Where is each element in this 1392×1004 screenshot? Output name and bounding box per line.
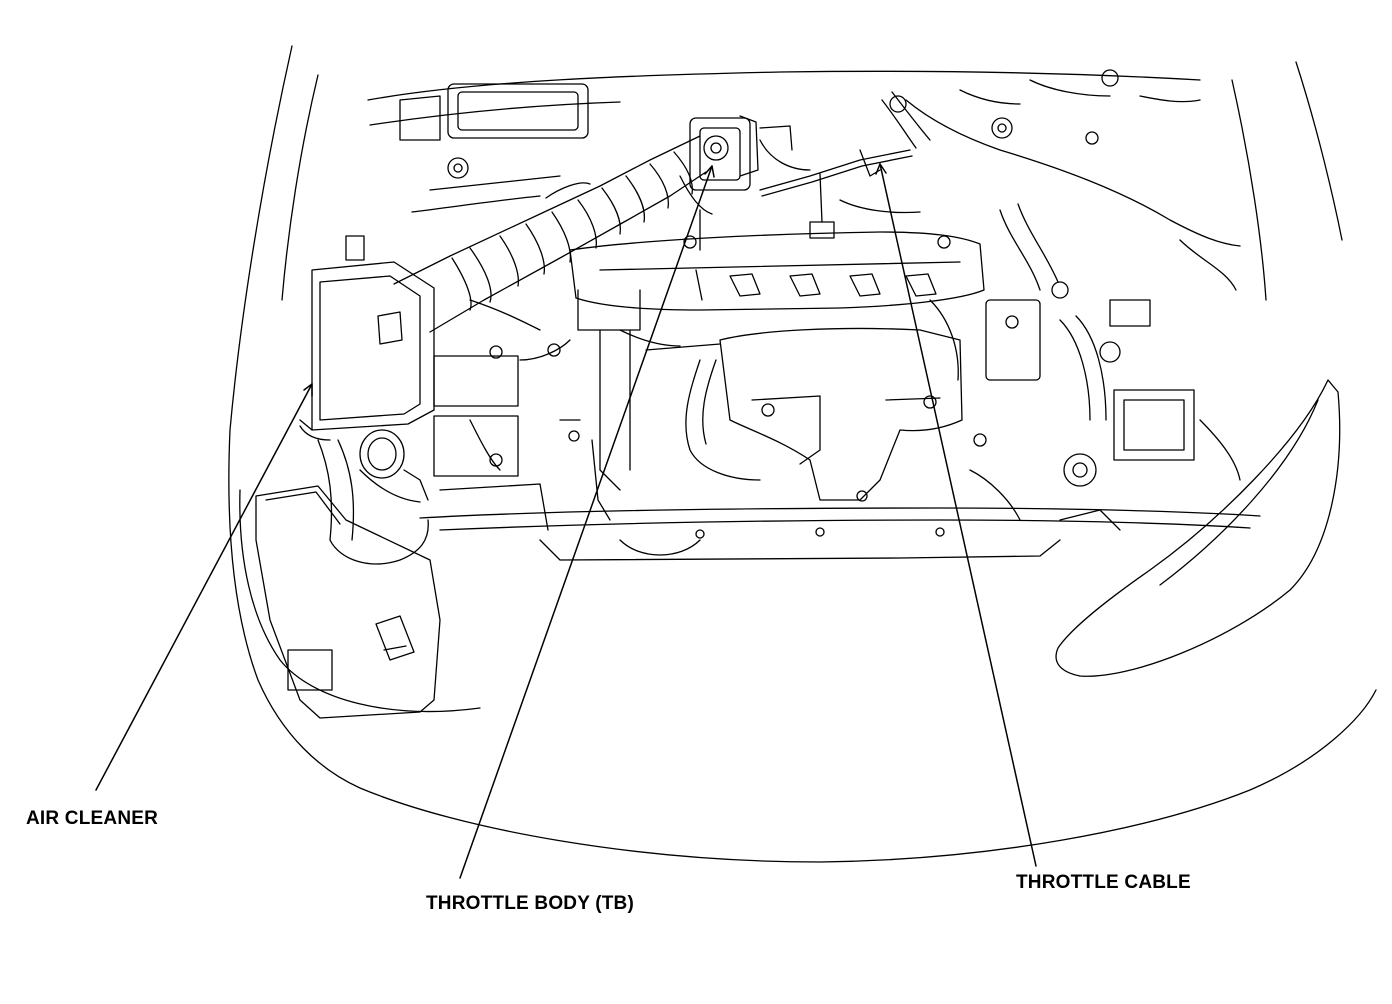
intake-manifold xyxy=(619,327,963,502)
leader-line-throttle-body xyxy=(459,165,715,879)
intake-duct xyxy=(393,135,707,333)
leader-line-air-cleaner xyxy=(95,383,313,791)
valve-cover xyxy=(569,199,985,311)
air-cleaner-box xyxy=(299,235,435,441)
throttle-cable-label: THROTTLE CABLE xyxy=(1016,872,1191,893)
throttle-cable-assembly xyxy=(759,91,1241,247)
leader-line-throttle-cable xyxy=(875,163,1037,867)
engine-right-details xyxy=(959,69,1237,531)
headlight xyxy=(1055,379,1341,677)
washer-reservoir xyxy=(255,485,441,719)
resonator xyxy=(317,429,429,565)
throttle-body xyxy=(679,115,793,215)
air-cleaner-label: AIR CLEANER xyxy=(26,808,159,829)
radiator-support xyxy=(419,507,1261,561)
car-body-outline xyxy=(228,45,1377,863)
throttle-body-label: THROTTLE BODY (TB) xyxy=(426,893,635,914)
cowl-area xyxy=(367,70,1201,213)
engine-left-details xyxy=(433,289,761,531)
hoses xyxy=(469,139,1241,556)
